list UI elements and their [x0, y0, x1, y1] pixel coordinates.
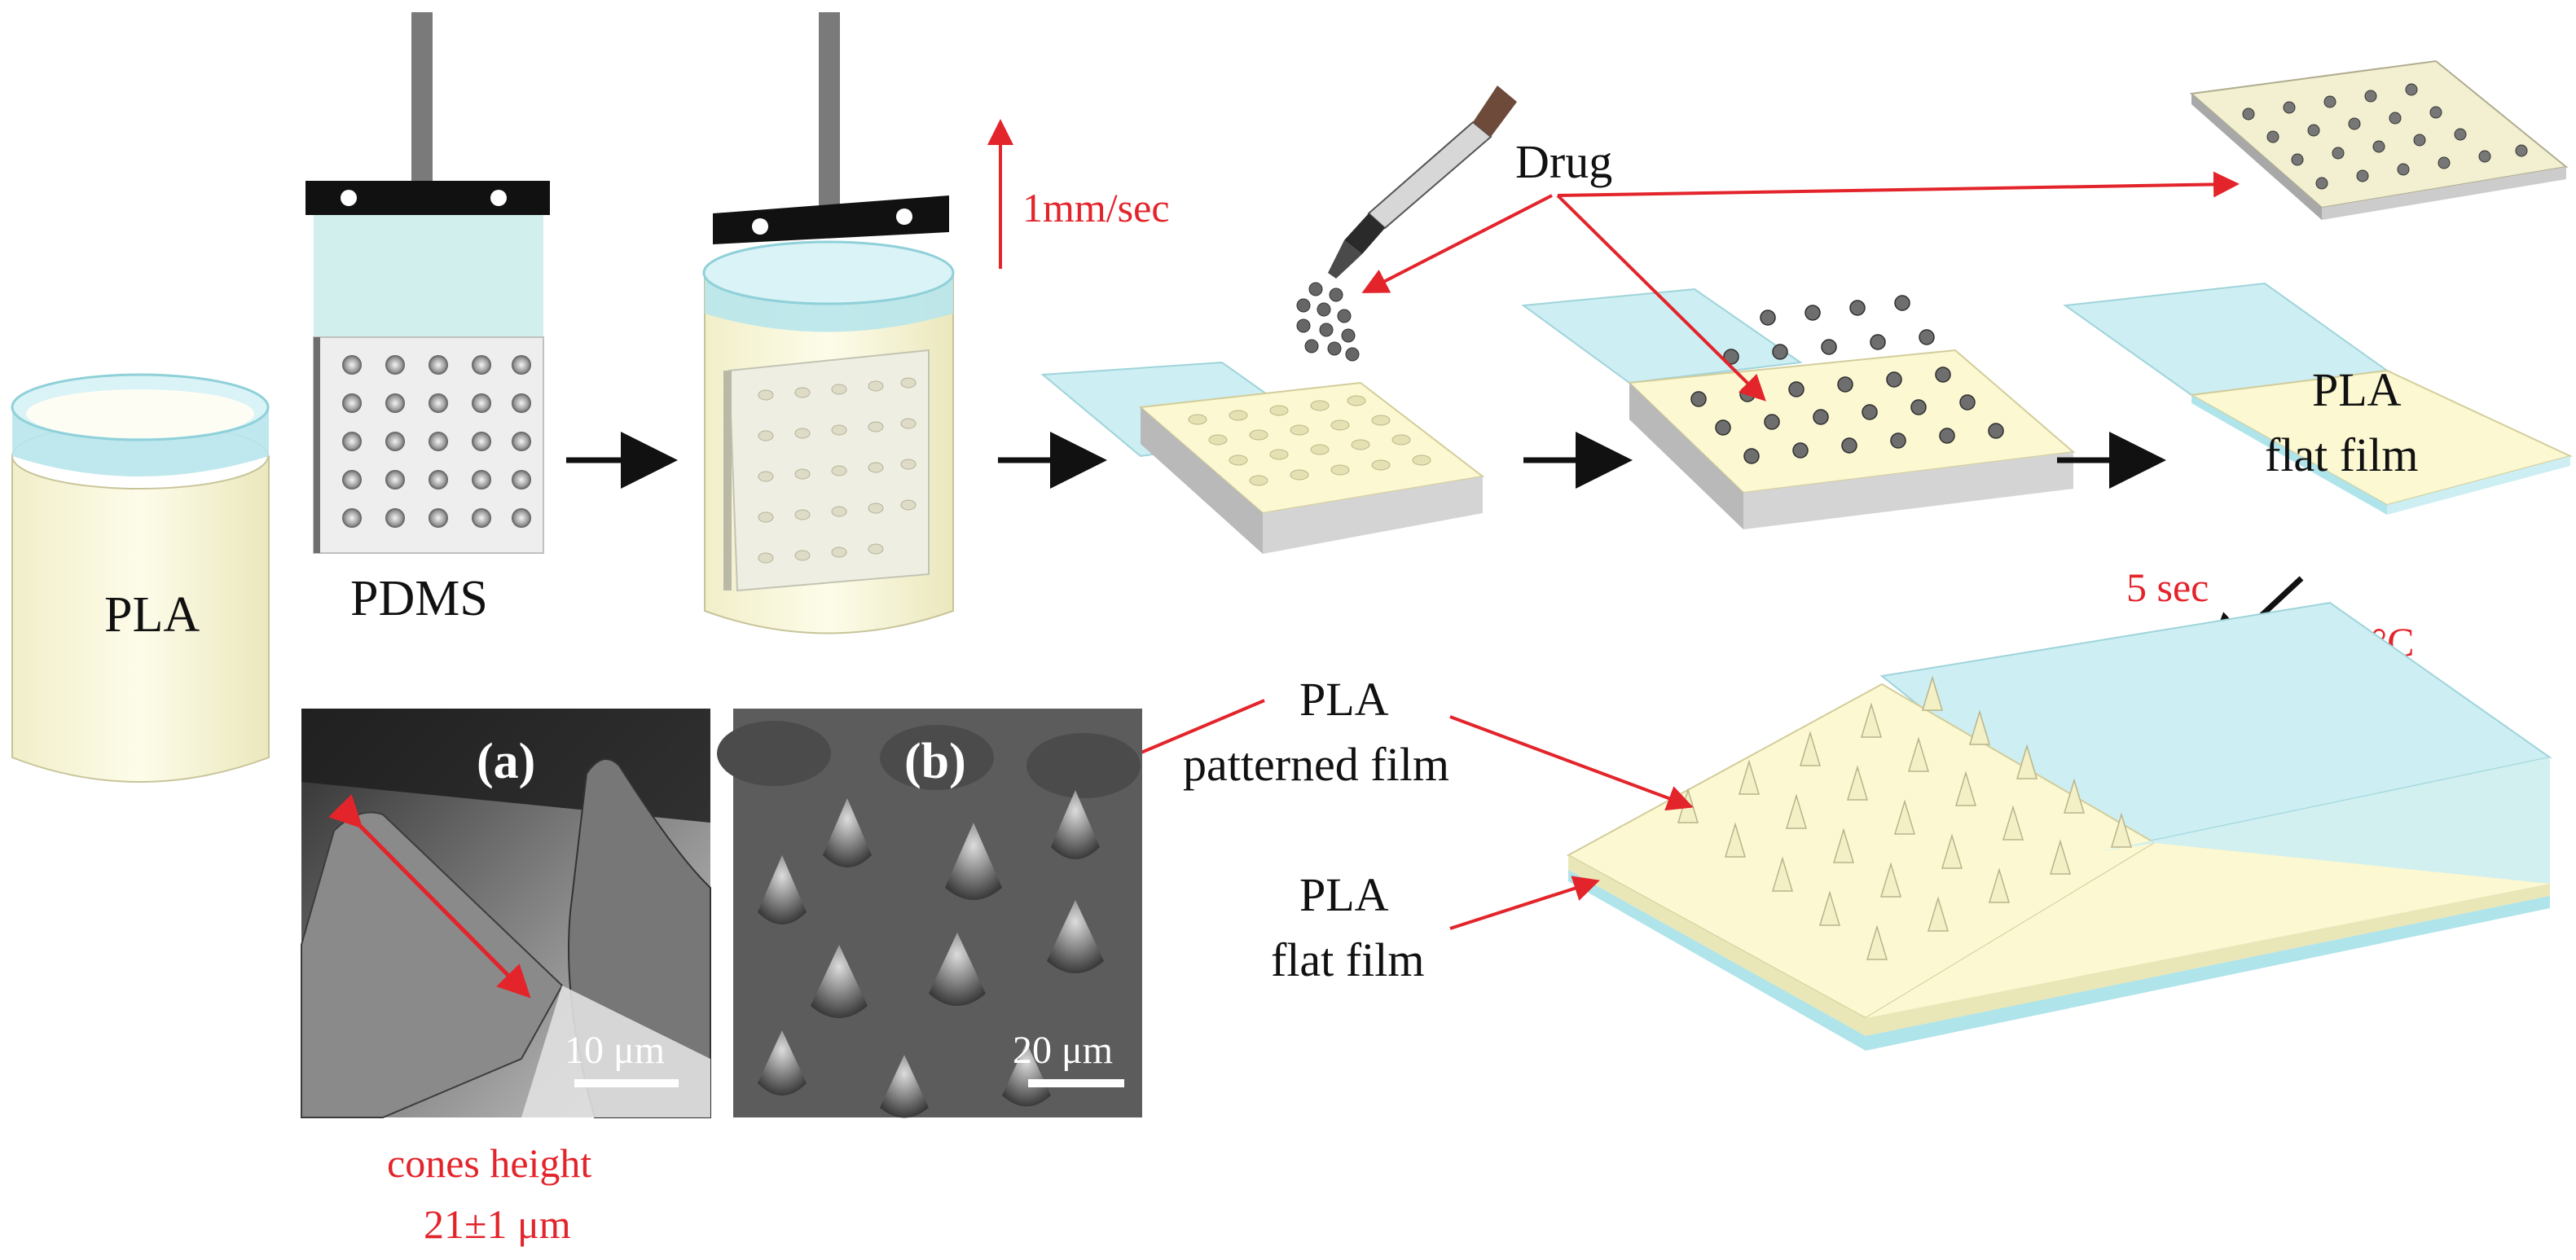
pla-patterned-label-2: patterned film — [1183, 738, 1449, 791]
scale-bar-a-label: 10 μm — [565, 1029, 665, 1072]
speed-label: 1mm/sec — [1022, 185, 1170, 230]
cone-array — [1677, 675, 2133, 960]
dip-pit-grid — [758, 377, 917, 564]
pla-flat-film-label-1: PLA — [2312, 363, 2402, 416]
pla-beaker: PLA — [11, 373, 270, 783]
panel-a-label: (a) — [477, 734, 535, 789]
pla-flat-film: PLA flat film — [2063, 282, 2573, 515]
sem-cone-array — [717, 721, 1141, 1118]
sem-image-b: (b) 20 μm — [717, 709, 1142, 1118]
cones-height-label-1: cones height — [387, 1140, 591, 1186]
pla-flat-bottom-label-1: PLA — [1299, 868, 1389, 921]
pla-flat-film-label-2: flat film — [2265, 428, 2418, 481]
drug-loaded-film — [1521, 288, 2076, 529]
cones-height-label-2: 21±1 μm — [424, 1201, 571, 1247]
pdms-stamp: PDMS — [306, 12, 550, 626]
drug-arrow-to-inset — [1557, 171, 2240, 198]
pdms-label: PDMS — [350, 571, 488, 626]
pipette — [1328, 86, 1517, 279]
dip-coating-beaker — [702, 12, 955, 634]
pitted-film-with-pipette — [1040, 86, 1517, 554]
drug-film-inset — [2189, 59, 2569, 220]
cone-height-marker — [328, 794, 531, 999]
inset-drug-dots — [2242, 83, 2528, 190]
drug-label: Drug — [1515, 135, 1612, 188]
patterned-arrow-to-film — [1449, 715, 1694, 811]
pla-flat-bottom-label-2: flat film — [1271, 933, 1424, 986]
patterned-bilayer-film — [1566, 601, 2552, 1051]
scale-bar-b-label: 20 μm — [1013, 1029, 1113, 1072]
drug-droplets — [1296, 282, 1360, 362]
drug-arrow-to-film — [1556, 194, 1766, 402]
panel-b-label: (b) — [904, 734, 966, 789]
sem-image-a: (a) 10 μm — [301, 709, 711, 1118]
pla-patterned-label-1: PLA — [1299, 673, 1389, 726]
pdms-pit-grid — [342, 355, 531, 528]
pla-beaker-label: PLA — [104, 587, 200, 643]
drug-arrow-to-pipette — [1361, 194, 1553, 293]
time-label: 5 sec — [2126, 564, 2209, 610]
film1-pits — [1188, 395, 1431, 486]
flat-arrow-to-film — [1449, 876, 1600, 930]
film2-drug-pits — [1690, 295, 2004, 464]
